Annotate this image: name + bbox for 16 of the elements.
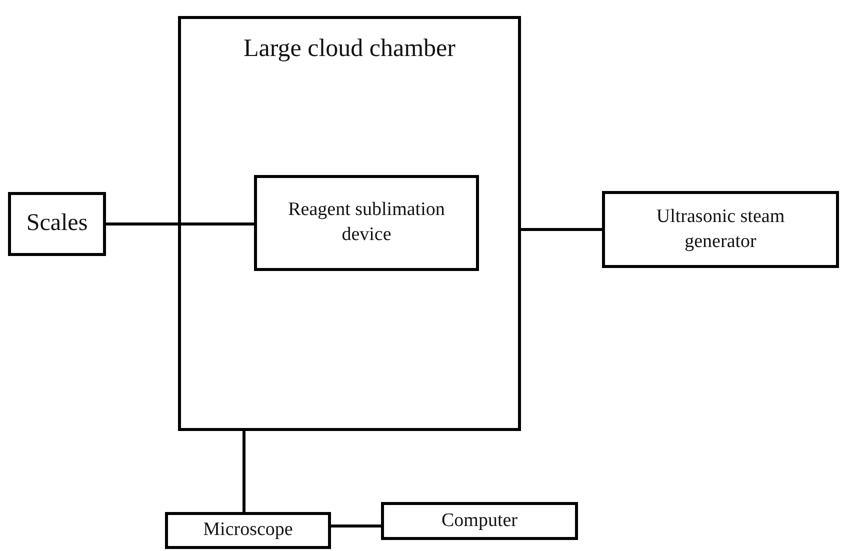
node-label: Ultrasonic steam generator — [655, 204, 786, 254]
connector-line — [521, 228, 602, 231]
connector-line — [242, 431, 246, 512]
process-box — [381, 502, 578, 540]
node-label: Large cloud chamber — [244, 34, 456, 64]
process-box — [165, 512, 331, 549]
node-label: Microscope — [203, 518, 293, 542]
connector-line — [106, 222, 254, 226]
node-label: Computer — [442, 508, 518, 533]
process-box — [8, 192, 106, 256]
node-label: Reagent sublimation device — [287, 198, 446, 247]
node-label: Scales — [26, 209, 88, 238]
process-box — [178, 16, 521, 431]
process-box — [602, 191, 839, 268]
process-box — [254, 175, 479, 271]
connector-line — [331, 524, 381, 528]
